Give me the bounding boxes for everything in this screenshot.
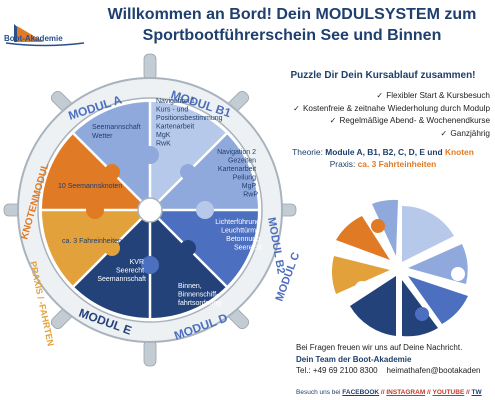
segment-praxis-text: ca. 3 Fahreinheiten — [62, 238, 122, 245]
segment-modul-e — [73, 210, 150, 319]
check-icon: ✓ — [293, 103, 300, 113]
segment-d-text: Binnen, Binnenschiff- fahrtsordnung — [178, 283, 221, 307]
feature-item: ✓Kostenfreie & zeitnahe Wiederholung dur… — [272, 103, 490, 116]
youtube-link[interactable]: YOUTUBE — [432, 389, 465, 396]
separator: // — [380, 389, 385, 396]
info-panel: Puzzle Dir Dein Kursablauf zusammen! ✓Fl… — [272, 70, 494, 170]
segment-modul-c — [150, 210, 259, 287]
social-prefix: Besuch uns bei — [296, 389, 341, 396]
puzzle-piece — [350, 276, 396, 336]
contact-tel: Tel.: +49 69 2100 8300 — [296, 366, 378, 375]
page-title: Willkommen an Bord! Dein MODULSYSTEM zum… — [96, 4, 488, 46]
separator: // — [427, 389, 431, 396]
theorie-knoten: Knoten — [444, 147, 474, 158]
wheel-hub — [137, 197, 163, 223]
feature-list: ✓Flexibler Start & Kursbesuch ✓Kostenfre… — [272, 90, 494, 140]
segment-knoten-text: 10 Seemannsknoten — [58, 183, 122, 190]
twitter-link[interactable]: TW — [471, 389, 482, 396]
feature-item: ✓Flexibler Start & Kursbesuch — [272, 90, 490, 103]
social-links: Besuch uns bei FACEBOOK // INSTAGRAM // … — [296, 389, 482, 396]
puzzle-title: Puzzle Dir Dein Kursablauf zusammen! — [290, 70, 476, 81]
segment-modul-d — [150, 210, 227, 319]
logo-sail-icon — [5, 24, 85, 47]
instagram-link[interactable]: INSTAGRAM — [386, 389, 426, 396]
praxis-value: ca. 3 Fahrteinheiten — [357, 159, 437, 170]
segment-modul-b1 — [150, 101, 227, 210]
puzzle-knobs — [86, 146, 214, 274]
check-icon: ✓ — [329, 116, 337, 126]
feature-item: ✓Ganzjährig — [272, 128, 490, 141]
contact-tel-line: Tel.: +49 69 2100 8300 heimathafen@boota… — [296, 365, 495, 377]
segment-knoten — [41, 133, 150, 210]
puzzle-pieces-graphic — [332, 199, 468, 337]
contact-block: Bei Fragen freuen wir uns auf Deine Nach… — [296, 342, 495, 377]
praxis-line: Praxis: ca. 3 Fahrteinheiten — [272, 158, 494, 170]
feature-text: Regelmäßige Abend- & Wochenendkurse — [339, 116, 491, 126]
segment-praxis — [41, 210, 150, 287]
praxis-label: Praxis: — [329, 159, 356, 170]
puzzle-piece — [336, 216, 390, 260]
feature-text: Kostenfreie & zeitnahe Wiederholung durc… — [302, 103, 490, 113]
puzzle-piece — [372, 199, 398, 256]
contact-email-link[interactable]: heimathafen@bootakaden — [386, 366, 481, 375]
theorie-modules: Module A, B1, B2, C, D, E und — [325, 147, 443, 158]
segment-modul-b2 — [150, 133, 259, 210]
theorie-line: Theorie: Module A, B1, B2, C, D, E und K… — [272, 146, 494, 158]
puzzle-piece — [408, 276, 468, 324]
feature-text: Flexibler Start & Kursbesuch — [386, 91, 490, 100]
segment-a-text: Seemannschaft Wetter — [92, 124, 143, 140]
contact-question: Bei Fragen freuen wir uns auf Deine Nach… — [296, 343, 463, 352]
facebook-link[interactable]: FACEBOOK — [342, 389, 380, 396]
title-line-1: Willkommen an Bord! Dein MODULSYSTEM zum — [107, 6, 477, 23]
segment-e-text: KVR Seerecht Seemannschaft — [97, 259, 146, 283]
contact-team: Dein Team der Boot-Akademie — [296, 354, 412, 364]
ship-wheel-diagram: MODUL A MODUL B1 MODUL B2 MODUL C MODUL … — [3, 53, 300, 367]
feature-item: ✓Regelmäßige Abend- & Wochenendkurse — [272, 115, 490, 128]
segment-b2-text: Navigation 2 Gezeiten Kartenarbeit Peilu… — [217, 149, 258, 199]
segment-modul-a — [73, 101, 150, 210]
segment-b1-text: Navigation 1 Kurs - und Positionsbestimm… — [156, 98, 224, 148]
segment-c-text: Lichterführung Leuchttürme Betonnung See… — [215, 219, 262, 252]
title-line-2: Sportbootführerschein See und Binnen — [142, 27, 442, 44]
feature-text: Ganzjährig — [450, 128, 490, 138]
check-icon: ✓ — [376, 91, 384, 100]
puzzle-piece — [332, 256, 390, 294]
logo-text: Boot-Akademie — [4, 34, 63, 43]
puzzle-piece — [402, 205, 454, 262]
separator: // — [466, 389, 470, 396]
theorie-label: Theorie: — [292, 147, 323, 158]
check-icon: ✓ — [440, 128, 448, 138]
